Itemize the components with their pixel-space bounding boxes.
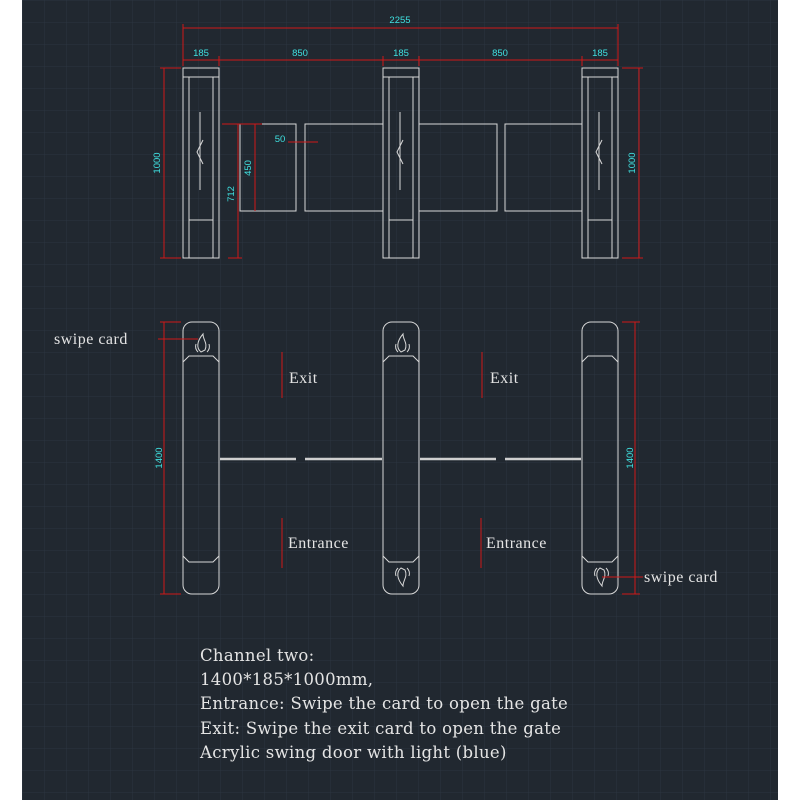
note-line: 1400*185*1000mm, [200, 670, 374, 690]
direction-arrows [281, 352, 483, 568]
label-exit-left: Exit [289, 370, 318, 387]
cad-drawing-canvas[interactable]: 2255 185 850 185 850 185 50 1000 450 712… [22, 0, 778, 800]
dim-post-width-right: 185 [592, 48, 608, 59]
door-panel-4 [504, 123, 583, 212]
rfid-reader-icon [395, 332, 410, 353]
rfid-reader-icon [395, 567, 410, 588]
note-line: Channel two: [200, 646, 315, 665]
plan-dimension-text: 1400 1400 [154, 447, 636, 468]
dim-channel-width-left: 850 [292, 48, 308, 59]
dim-height-left: 1000 [152, 152, 163, 173]
elevation-post-left [182, 67, 220, 259]
note-line: Acrylic swing door with light (blue) [200, 742, 507, 762]
door-panel-1 [239, 123, 297, 212]
elevation-dimension-lines [160, 24, 643, 259]
dim-channel-width-right: 850 [492, 48, 508, 59]
plan-view [182, 321, 619, 595]
dim-post-width-middle: 185 [393, 48, 409, 59]
dim-sensor-height: 712 [226, 186, 237, 202]
dim-door-gap: 50 [275, 134, 286, 145]
label-entrance-right: Entrance [486, 535, 547, 552]
dim-length-left: 1400 [154, 447, 165, 468]
note-line: Exit: Swipe the exit card to open the ga… [200, 718, 562, 738]
specification-notes: Channel two: 1400*185*1000mm, Entrance: … [200, 644, 568, 765]
rfid-reader-icon [594, 567, 609, 588]
plan-post-middle [382, 321, 420, 595]
note-line: Entrance: Swipe the card to open the gat… [200, 694, 569, 714]
turnstile-drawing: 2255 185 850 185 850 185 50 1000 450 712… [22, 0, 778, 800]
plan-post-right [581, 321, 619, 595]
door-panel-3 [418, 123, 498, 212]
elevation-dimension-text: 2255 185 850 185 850 185 50 1000 450 712… [152, 15, 638, 202]
plan-dimension-lines [158, 321, 643, 595]
label-swipe-card-right: swipe card [644, 569, 718, 586]
elevation-post-right [581, 67, 619, 259]
plan-annotations: swipe card swipe card Exit Exit Entrance… [54, 331, 718, 586]
elevation-post-middle [382, 67, 420, 259]
dim-door-height: 450 [243, 160, 254, 176]
dim-length-right: 1400 [625, 447, 636, 468]
label-swipe-card-left: swipe card [54, 331, 128, 348]
dim-height-right: 1000 [627, 152, 638, 173]
front-elevation [182, 67, 619, 259]
label-entrance-left: Entrance [288, 535, 349, 552]
dim-post-width-left: 185 [193, 48, 209, 59]
door-panel-2 [304, 123, 384, 212]
rfid-reader-icon [195, 332, 210, 353]
plan-post-left [182, 321, 220, 595]
dim-overall-width: 2255 [389, 15, 410, 26]
label-exit-right: Exit [490, 370, 519, 387]
